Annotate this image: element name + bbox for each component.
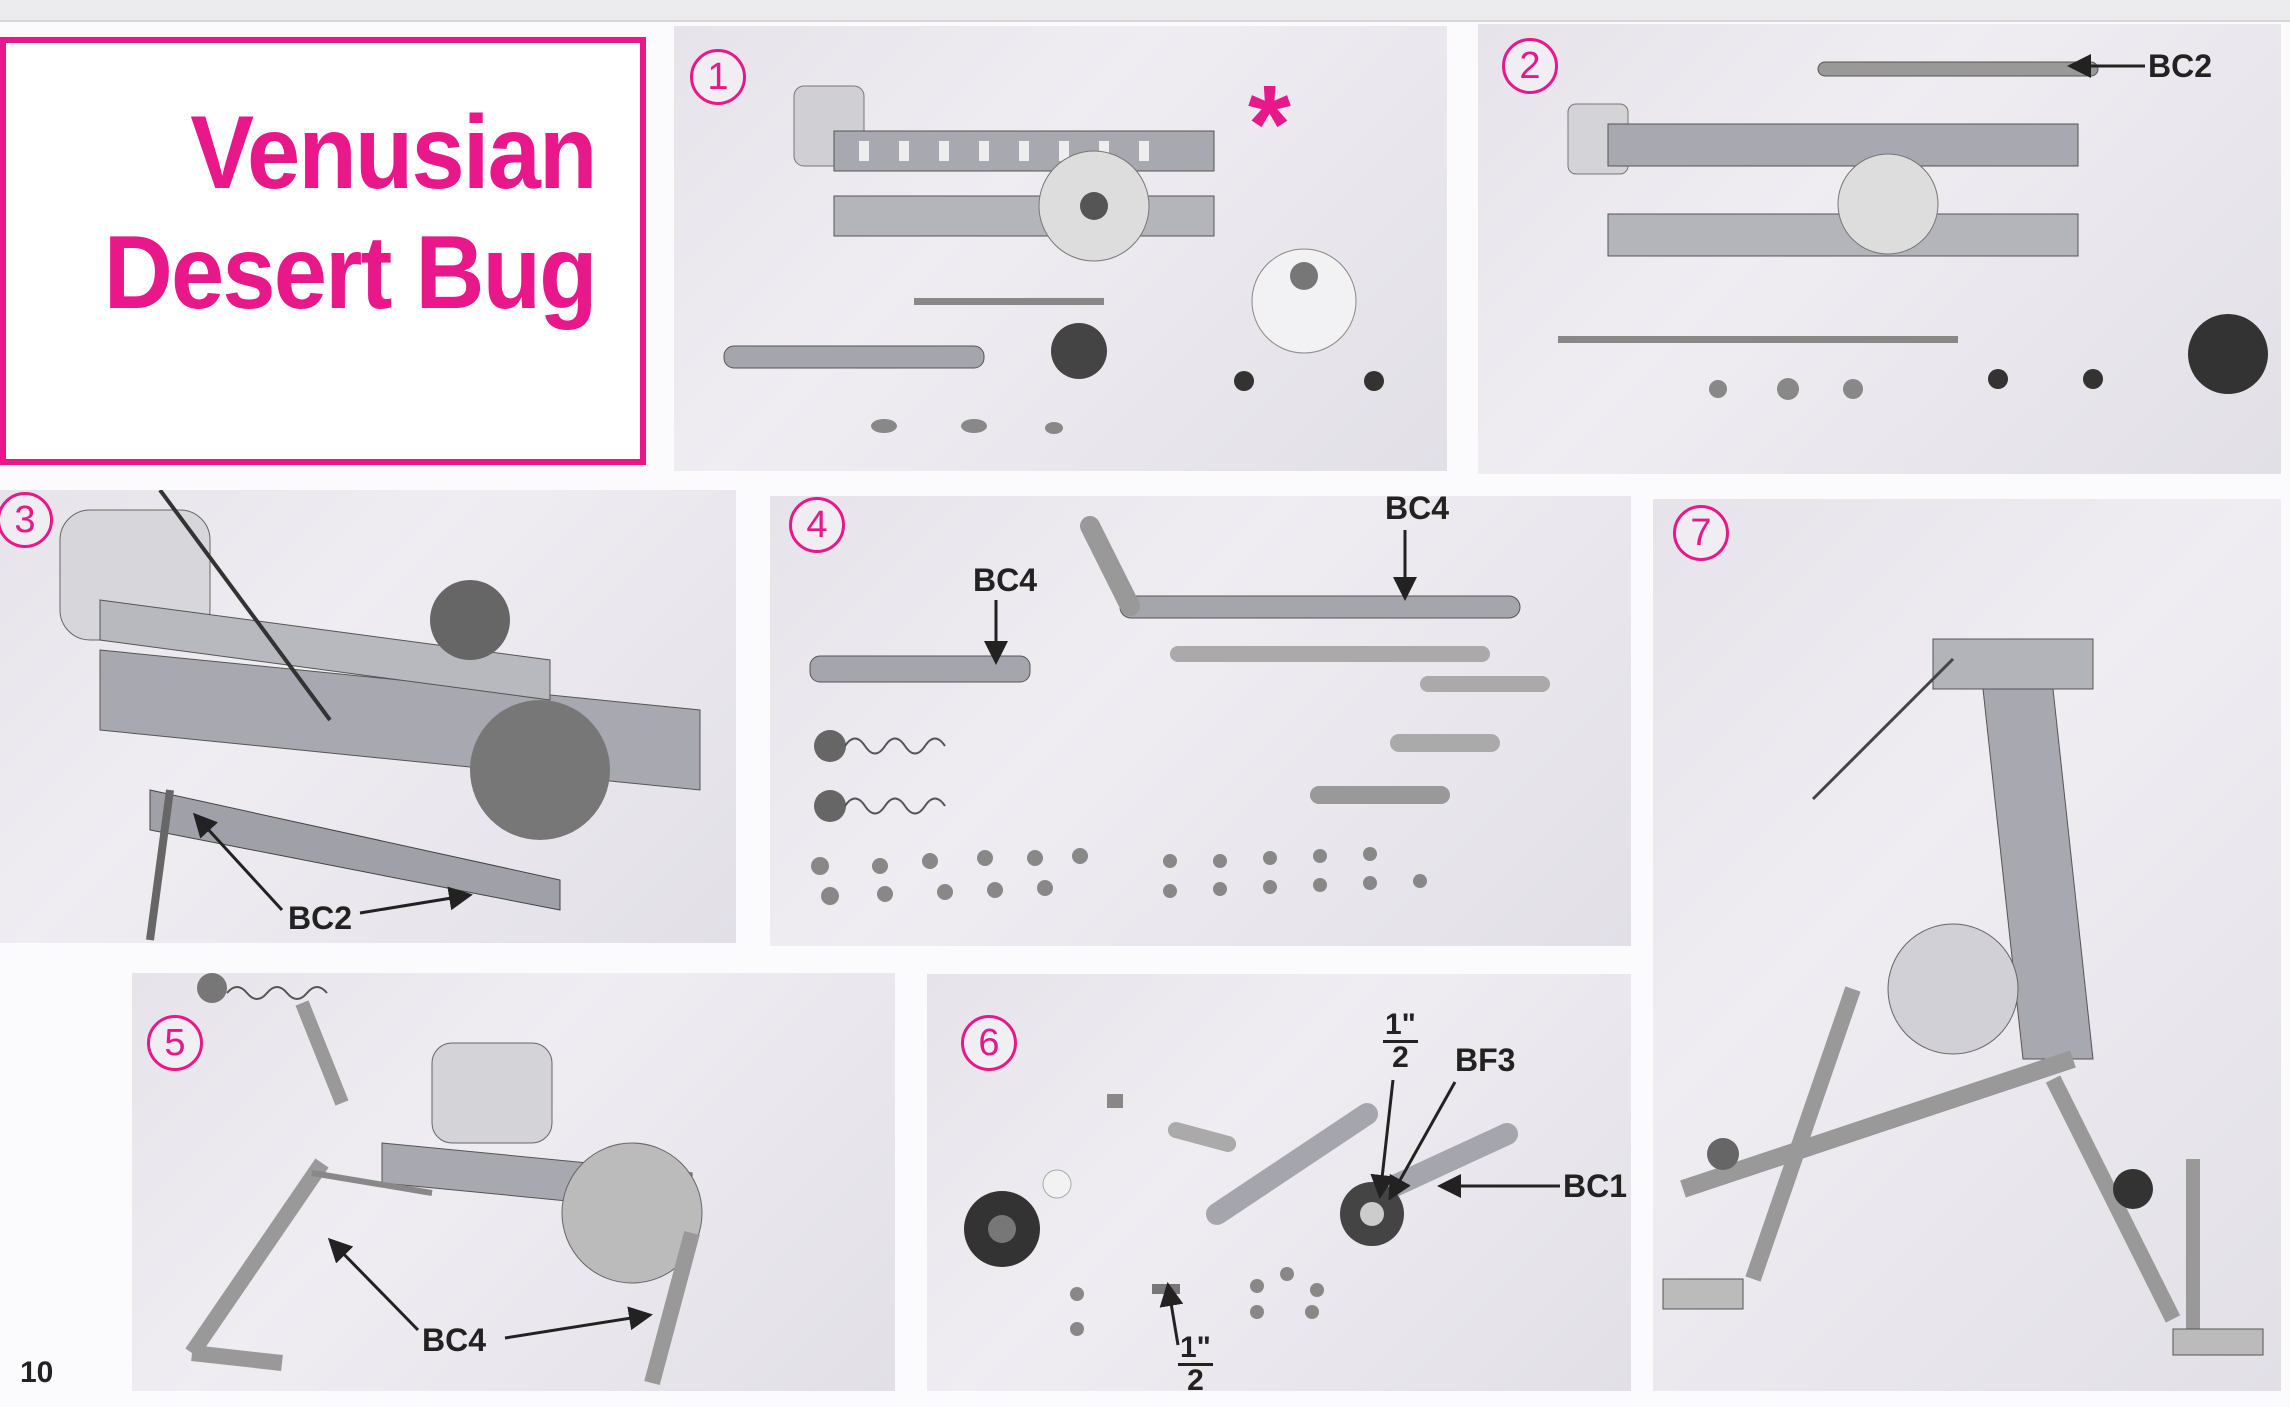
fraction-denominator: 2 (1392, 1041, 1409, 1074)
label-bc4-step5: BC4 (422, 1322, 487, 1358)
step-3-parts-illustration (59, 490, 701, 941)
step-3-photo (0, 490, 736, 943)
step-5-photo (132, 973, 895, 1391)
step-5-model-illustration (185, 973, 703, 1386)
fraction-denominator: 2 (1187, 1364, 1204, 1397)
step-6-parts-illustration (964, 1094, 1518, 1336)
title-box: Venusian Desert Bug (0, 37, 646, 465)
top-margin-strip (0, 0, 2290, 22)
step-2-photo (1478, 24, 2281, 474)
asterisk-marker: * (1248, 63, 1291, 186)
step-4-photo (770, 496, 1631, 946)
step-number-6: 6 (961, 1015, 1017, 1071)
step-number-3: 3 (0, 492, 53, 548)
step-number-1: 1 (690, 49, 746, 105)
step-6-photo (927, 974, 1631, 1391)
fraction-numerator: 1" (1383, 1008, 1418, 1043)
step-7-photo (1653, 499, 2281, 1391)
label-bc2-step2: BC2 (2148, 48, 2213, 84)
step-number-2: 2 (1502, 38, 1558, 94)
step-7-model-illustration (1662, 638, 2264, 1356)
fraction-half-inch-bottom: 1" 2 (1178, 1333, 1213, 1396)
label-bc2-step3: BC2 (288, 900, 353, 936)
label-bc4-step4-right: BC4 (1385, 490, 1450, 526)
step-1-parts-illustration (723, 85, 1384, 434)
step-1-photo (674, 26, 1447, 471)
label-bf3: BF3 (1455, 1042, 1516, 1078)
page-number: 10 (20, 1356, 54, 1389)
step-number-4: 4 (789, 497, 845, 553)
title-line-1: Venusian (190, 95, 598, 211)
label-bc1: BC1 (1563, 1168, 1628, 1204)
fraction-half-inch-top: 1" 2 (1383, 1010, 1418, 1073)
step-4-parts-illustration (809, 516, 1550, 905)
step-number-7: 7 (1673, 505, 1729, 561)
step-2-parts-illustration (1558, 61, 2268, 400)
title-line-2: Desert Bug (103, 215, 598, 331)
step-number-5: 5 (147, 1015, 203, 1071)
fraction-numerator: 1" (1178, 1331, 1213, 1366)
label-bc4-step4-left: BC4 (973, 562, 1038, 598)
